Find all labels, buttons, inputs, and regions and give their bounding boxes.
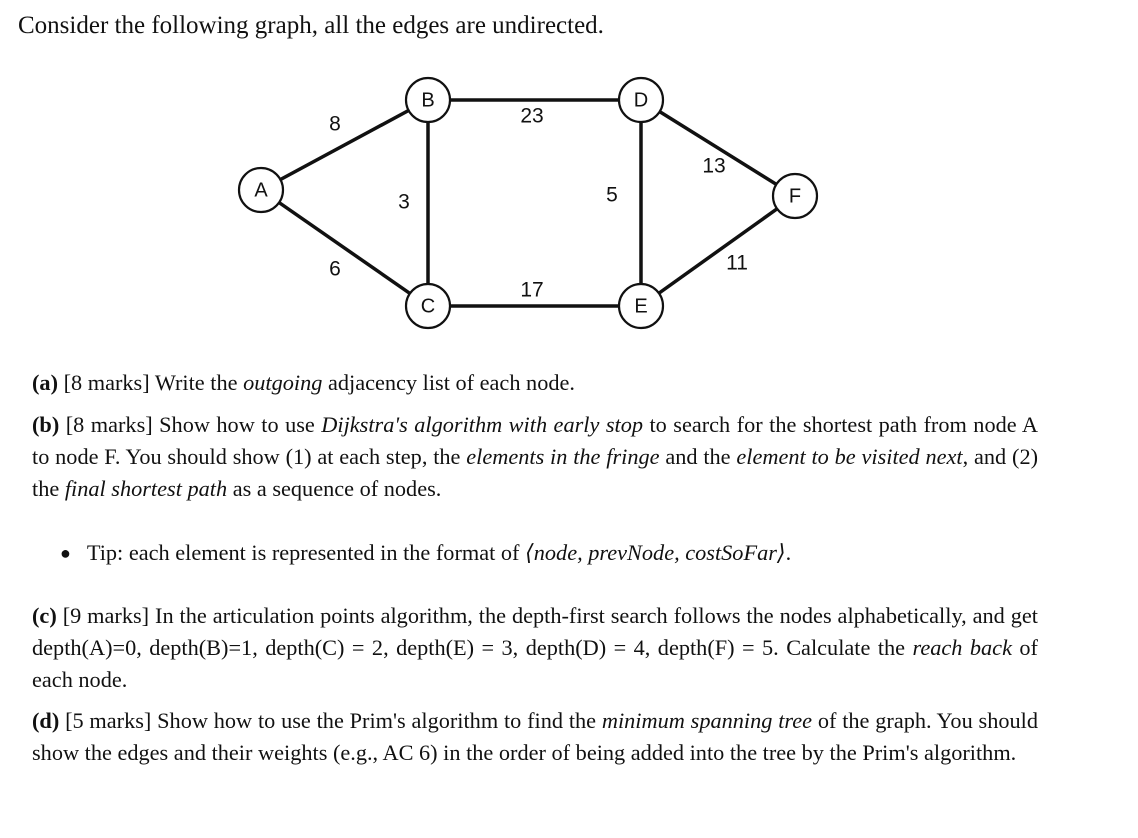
question-b-label: (b)	[32, 412, 60, 437]
tip-text-1: Tip: each element is represented in the …	[86, 540, 526, 565]
node-label-b: B	[421, 89, 434, 111]
node-circle-b	[404, 76, 452, 124]
question-c-label: (c)	[32, 603, 57, 628]
question-b-emphasis-2: elements in the fringe	[466, 444, 660, 469]
intro-text: Consider the following graph, all the ed…	[18, 12, 604, 39]
question-b: (b) [8 marks] Show how to use Dijkstra's…	[32, 409, 1038, 505]
node-label-a: A	[254, 179, 268, 201]
question-d-text-2: of the graph. You should show the edges …	[32, 708, 1038, 765]
tip-text-2: .	[785, 540, 792, 565]
question-a-text-1: Write the	[149, 370, 244, 395]
graph-nodes: A B C D E F	[237, 76, 819, 330]
node-d: D	[617, 76, 665, 124]
question-b-text-2: to search for the shortest path from nod…	[32, 412, 1038, 469]
question-b-emphasis-3: element to be visited next	[736, 444, 963, 469]
question-d-emphasis-1: minimum spanning tree	[601, 708, 813, 733]
question-a-emphasis-1: outgoing	[243, 370, 323, 395]
question-c-emphasis-1: reach back	[912, 635, 1012, 660]
question-b-text-3: and the	[659, 444, 737, 469]
question-b-text-1: Show how to use	[152, 412, 322, 437]
node-circle-e	[617, 282, 665, 330]
node-e: E	[617, 282, 665, 330]
node-f: F	[771, 172, 819, 220]
edge-weight-df: 13	[702, 155, 725, 178]
question-a-label: (a)	[32, 370, 58, 395]
graph-diagram: 8 6 3 23 17 5 13 11 A B C D E F	[237, 76, 819, 330]
graph-edges	[260, 98, 797, 308]
edge-ab	[260, 98, 429, 192]
question-b-marks: [8 marks]	[65, 412, 153, 437]
question-d-marks: [5 marks]	[65, 708, 152, 733]
node-label-d: D	[634, 89, 648, 111]
node-c: C	[404, 282, 452, 330]
question-b-emphasis-1: Dijkstra's algorithm with early stop	[321, 412, 643, 437]
question-c-marks: [9 marks]	[62, 603, 150, 628]
node-circle-d	[617, 76, 665, 124]
node-label-c: C	[421, 295, 435, 317]
tip-item: ● Tip: each element is represented in the…	[60, 537, 791, 569]
question-a: (a) [8 marks] Write the outgoing adjacen…	[32, 367, 1038, 399]
question-c-text-1: In the articulation points algorithm, th…	[32, 603, 1038, 660]
question-d: (d) [5 marks] Show how to use the Prim's…	[32, 705, 1038, 769]
edge-ac	[260, 188, 429, 308]
node-a: A	[237, 166, 285, 214]
node-b: B	[404, 76, 452, 124]
tip-emphasis: ⟨node, prevNode, costSoFar⟩	[525, 540, 786, 565]
edge-df	[640, 98, 796, 198]
bullet-icon: ●	[60, 543, 71, 563]
edge-weight-bd: 23	[520, 105, 543, 128]
question-a-marks: [8 marks]	[63, 370, 150, 395]
edge-weight-de: 5	[606, 184, 618, 207]
node-label-e: E	[634, 295, 647, 317]
question-b-text-4: , and (2) the	[32, 444, 1039, 501]
question-d-text-1: Show how to use the Prim's algorithm to …	[151, 708, 602, 733]
edge-ef	[639, 194, 797, 308]
edge-weight-ef: 11	[726, 252, 748, 275]
edge-weight-ac: 6	[329, 258, 341, 281]
question-b-emphasis-4: final shortest path	[64, 476, 228, 501]
edge-weights: 8 6 3 23 17 5 13 11	[329, 105, 748, 302]
node-circle-f	[771, 172, 819, 220]
question-c-text-2: of each node.	[32, 635, 1038, 692]
question-d-label: (d)	[32, 708, 60, 733]
node-circle-a	[237, 166, 285, 214]
edge-weight-bc: 3	[398, 191, 410, 214]
question-a-text-2: adjacency list of each node.	[322, 370, 575, 395]
node-circle-c	[404, 282, 452, 330]
edge-weight-ce: 17	[520, 279, 543, 302]
question-b-text-5: as a sequence of nodes.	[227, 476, 442, 501]
node-label-f: F	[789, 185, 801, 207]
edge-weight-ab: 8	[329, 113, 341, 136]
question-c: (c) [9 marks] In the articulation points…	[32, 600, 1038, 696]
